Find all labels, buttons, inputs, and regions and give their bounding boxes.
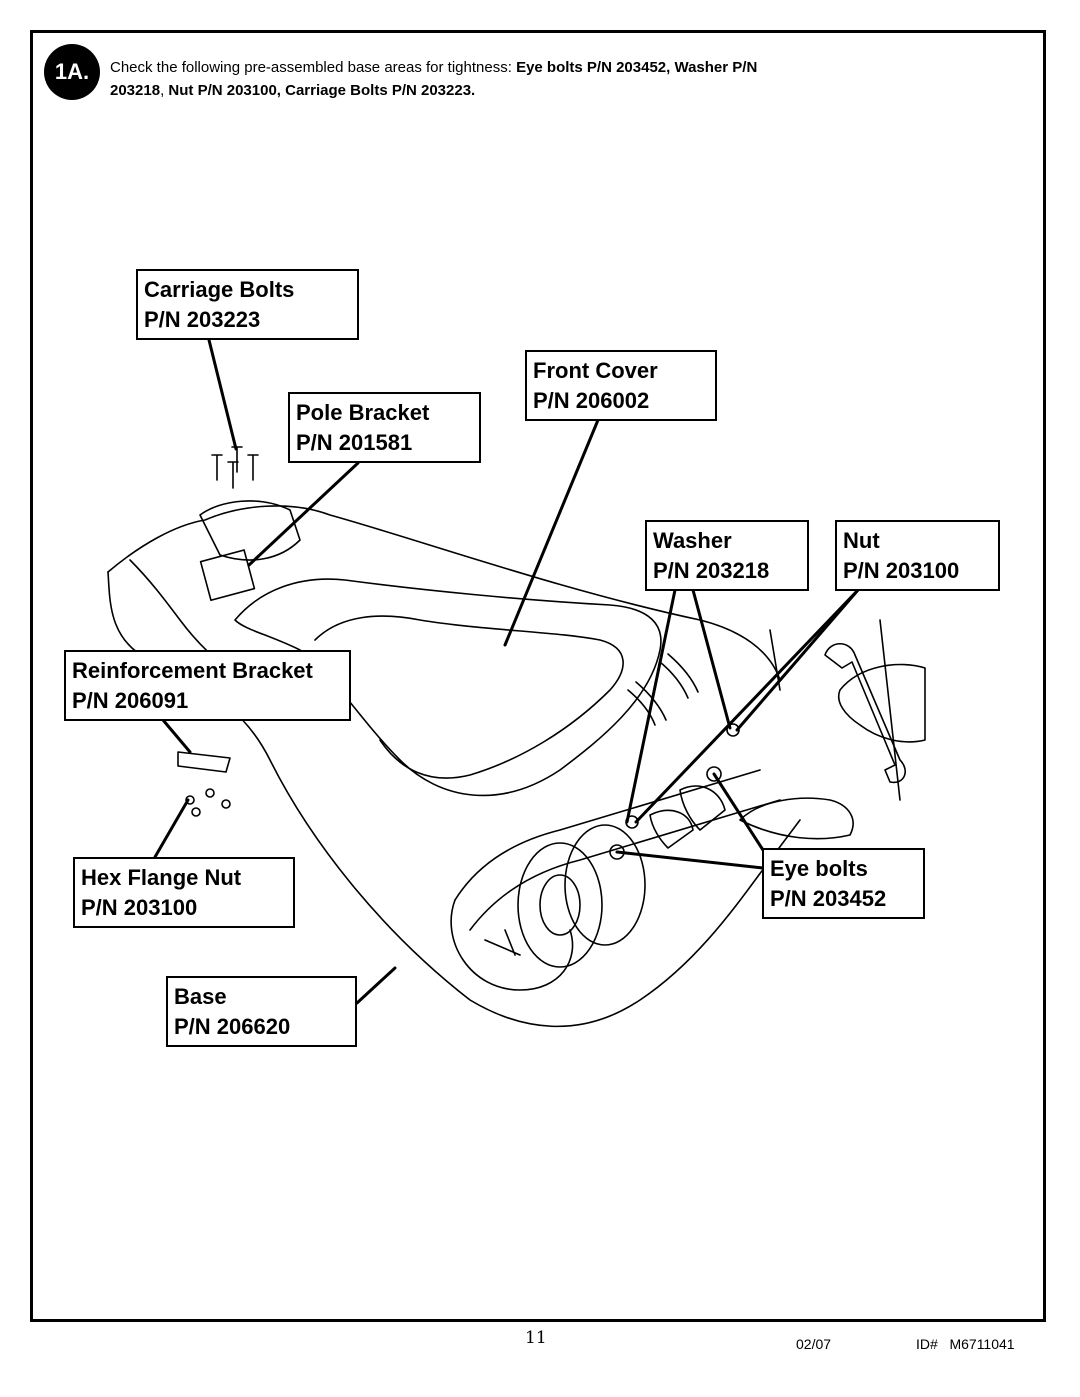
leader-nut-2: [735, 588, 860, 732]
callout-pole-bracket: Pole Bracket P/N 201581: [288, 392, 481, 463]
base-shell-outline: [107, 571, 801, 1028]
reinforcement-bracket: [177, 751, 231, 773]
leader-reinforcement: [161, 718, 192, 754]
callout-washer: Washer P/N 203218: [645, 520, 809, 591]
callout-base: Base P/N 206620: [166, 976, 357, 1047]
callout-name: Pole Bracket: [296, 400, 430, 425]
callout-reinforcement-bracket: Reinforcement Bracket P/N 206091: [64, 650, 351, 721]
callout-pn: P/N 203100: [81, 895, 198, 920]
leader-base: [355, 966, 397, 1005]
carriage-bolts-icon: [211, 446, 259, 489]
footer-date: 02/07: [796, 1336, 832, 1352]
callout-pn: P/N 203223: [144, 307, 261, 332]
instruction-parts-1: Eye bolts P/N 203452, Washer P/N: [516, 59, 758, 76]
callout-front-cover: Front Cover P/N 206002: [525, 350, 717, 421]
leader-hex-flange: [153, 798, 190, 859]
callout-nut: Nut P/N 203100: [835, 520, 1000, 591]
callout-name: Carriage Bolts: [144, 277, 295, 302]
callout-pn: P/N 206091: [72, 688, 189, 713]
nut-2: [726, 723, 740, 737]
callout-name: Base: [174, 984, 227, 1009]
wrench-icon: [824, 642, 906, 784]
base-shell-top: [107, 505, 781, 681]
instruction-text: Check the following pre-assembled base a…: [110, 56, 1010, 102]
eye-bolt-2: [706, 766, 722, 782]
callout-name: Eye bolts: [770, 856, 868, 881]
callout-name: Washer: [653, 528, 732, 553]
callout-pn: P/N 203100: [843, 558, 960, 583]
instruction-parts-2b: Nut P/N 203100, Carriage Bolts P/N 20322…: [168, 82, 476, 99]
leader-washer-1: [625, 588, 677, 824]
callout-pn: P/N 201581: [296, 430, 413, 455]
hex-flange-nuts-icon: [185, 788, 231, 817]
leader-washer-2: [691, 588, 732, 730]
base-tube-frame: [454, 769, 761, 901]
callout-pn: P/N 206002: [533, 388, 650, 413]
leader-eye-bolts-2: [712, 772, 765, 852]
instruction-separator: ,: [160, 82, 169, 99]
callout-pn: P/N 203218: [653, 558, 770, 583]
callout-eye-bolts: Eye bolts P/N 203452: [762, 848, 925, 919]
page-number: 11: [525, 1328, 547, 1348]
instruction-intro: Check the following pre-assembled base a…: [110, 59, 517, 76]
leader-pole-bracket: [247, 461, 360, 567]
callout-hex-flange-nut: Hex Flange Nut P/N 203100: [73, 857, 295, 928]
instruction-parts-2a: 203218: [110, 82, 161, 99]
leader-carriage-bolts: [207, 338, 238, 451]
shoe: [739, 797, 854, 840]
callout-pn: P/N 206620: [174, 1014, 291, 1039]
callout-name: Nut: [843, 528, 880, 553]
callout-name: Hex Flange Nut: [81, 865, 242, 890]
leader-nut-1: [634, 588, 860, 824]
step-badge: 1A.: [44, 44, 100, 100]
hand: [838, 663, 926, 743]
wheel: [517, 842, 603, 968]
callout-name: Reinforcement Bracket: [72, 658, 313, 683]
leader-eye-bolts-1: [615, 850, 765, 870]
page-frame: [30, 30, 1046, 1322]
footer-document-id: ID# M6711041: [916, 1336, 1015, 1352]
leader-front-cover: [503, 418, 600, 647]
callout-name: Front Cover: [533, 358, 658, 383]
callout-carriage-bolts: Carriage Bolts P/N 203223: [136, 269, 359, 340]
callout-pn: P/N 203452: [770, 886, 887, 911]
